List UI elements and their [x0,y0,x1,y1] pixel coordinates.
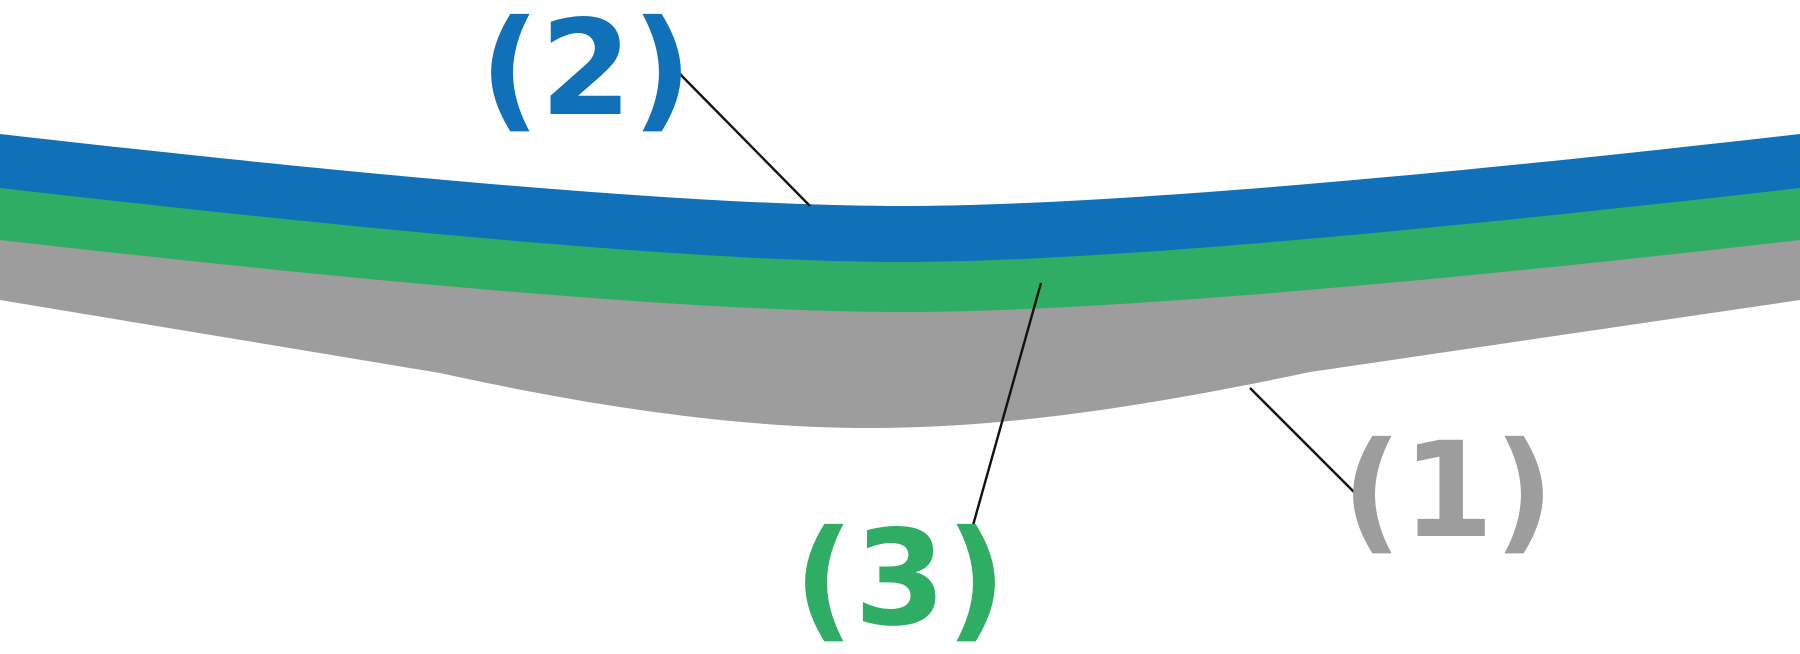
leader-line-3 [968,282,1043,537]
layer-2-blue-top [0,134,1800,262]
callout-label-2: (2) [480,0,693,146]
callout-label-1: (1) [1342,414,1555,568]
leader-line-2 [675,69,811,207]
layer-3-green-middle [0,186,1800,312]
leader-line-1 [1249,387,1365,503]
callout-label-3: (3) [794,502,1007,654]
